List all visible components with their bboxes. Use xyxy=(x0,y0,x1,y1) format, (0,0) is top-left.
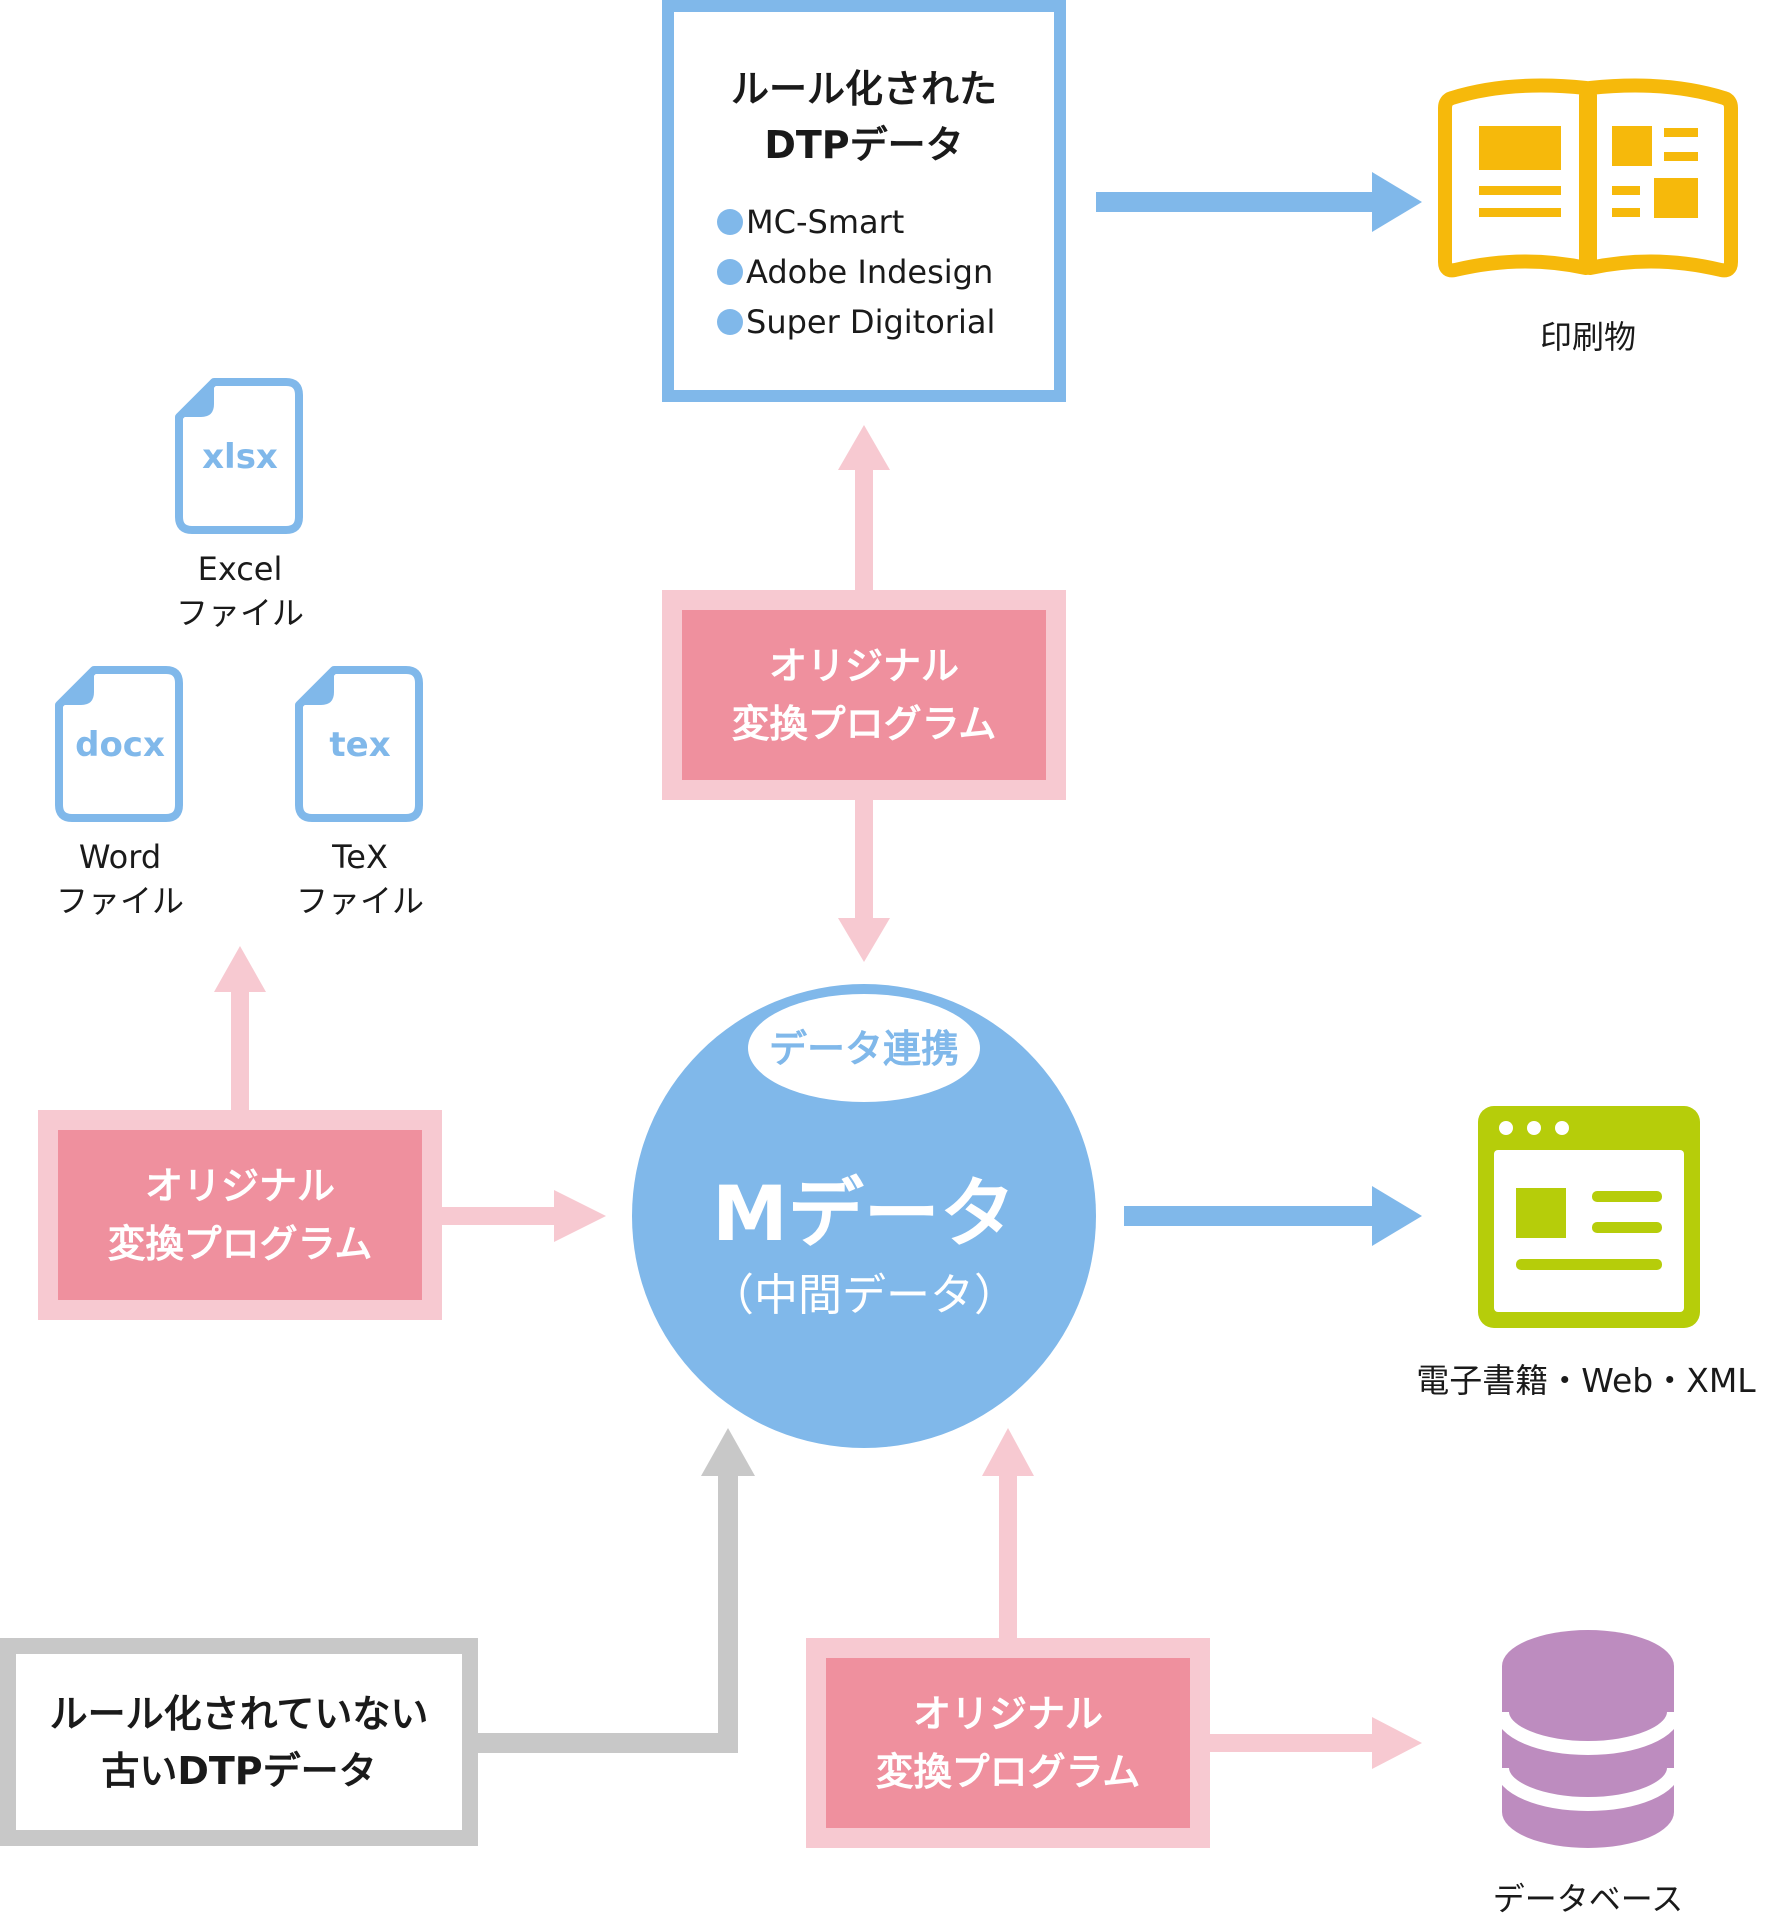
converter-left-line1: オリジナル xyxy=(145,1164,335,1208)
database-cylinder-icon xyxy=(1495,1630,1681,1848)
tex-name: TeX xyxy=(331,838,388,876)
docx-file-icon: docx xyxy=(55,666,183,822)
dtp-item-mc-smart: MC-Smart xyxy=(746,203,904,241)
converter-box-top: オリジナル 変換プログラム xyxy=(662,590,1066,800)
bullet-icon xyxy=(717,309,743,335)
arrow-to-files xyxy=(214,946,266,1113)
print-label: 印刷物 xyxy=(1540,318,1636,356)
docx-extension: docx xyxy=(75,725,165,765)
data-link-badge-label: データ連携 xyxy=(769,1027,959,1071)
ruled-dtp-title-line1: ルール化された xyxy=(731,67,997,111)
converter-bottom-line2: 変換プログラム xyxy=(876,1750,1141,1794)
arrow-to-ruled-dtp xyxy=(838,425,890,593)
arrow-to-ebook xyxy=(1124,1186,1422,1246)
mdata-circle: データ連携 Mデータ （中間データ） xyxy=(632,984,1096,1448)
database-label: データベース xyxy=(1493,1880,1683,1918)
docx-name: Word xyxy=(79,838,161,876)
arrow-left-converter-to-mdata xyxy=(440,1190,606,1242)
converter-top-line2: 変換プログラム xyxy=(732,702,997,746)
ruled-dtp-box: ルール化された DTPデータ MC-Smart Adobe Indesign S… xyxy=(662,0,1066,402)
docx-kind: ファイル xyxy=(56,882,184,920)
bullet-icon xyxy=(717,259,743,285)
old-dtp-box: ルール化されていない 古いDTPデータ xyxy=(0,1638,478,1846)
xlsx-name: Excel xyxy=(198,550,283,588)
arrow-to-print xyxy=(1096,172,1422,232)
dtp-item-indesign: Adobe Indesign xyxy=(746,253,993,291)
ebook-label: 電子書籍・Web・XML xyxy=(1416,1361,1756,1400)
converter-box-bottom: オリジナル 変換プログラム xyxy=(806,1638,1210,1848)
old-dtp-line1: ルール化されていない xyxy=(50,1692,429,1736)
xlsx-extension: xlsx xyxy=(202,437,278,477)
dtp-item-digitorial: Super Digitorial xyxy=(746,303,995,341)
tex-kind: ファイル xyxy=(296,882,424,920)
mdata-title: Mデータ xyxy=(712,1169,1016,1258)
converter-top-line1: オリジナル xyxy=(769,644,959,688)
converter-left-line2: 変換プログラム xyxy=(108,1222,373,1266)
open-book-icon xyxy=(1438,78,1738,278)
browser-window-icon xyxy=(1478,1106,1700,1328)
data-link-badge xyxy=(748,994,980,1102)
xlsx-file-icon: xlsx xyxy=(175,378,303,534)
old-dtp-line2: 古いDTPデータ xyxy=(101,1749,376,1793)
arrow-old-dtp-to-mdata xyxy=(475,1428,755,1753)
bullet-icon xyxy=(717,209,743,235)
ruled-dtp-title-line2: DTPデータ xyxy=(764,123,963,167)
arrow-bottom-converter-to-mdata xyxy=(982,1428,1034,1640)
converter-box-left: オリジナル 変換プログラム xyxy=(38,1110,442,1320)
tex-file-icon: tex xyxy=(295,666,423,822)
arrow-top-converter-to-mdata xyxy=(838,800,890,962)
mdata-subtitle: （中間データ） xyxy=(710,1270,1018,1321)
xlsx-kind: ファイル xyxy=(176,594,304,632)
converter-bottom-line1: オリジナル xyxy=(913,1692,1103,1736)
tex-extension: tex xyxy=(329,725,390,765)
arrow-to-database xyxy=(1206,1717,1422,1769)
